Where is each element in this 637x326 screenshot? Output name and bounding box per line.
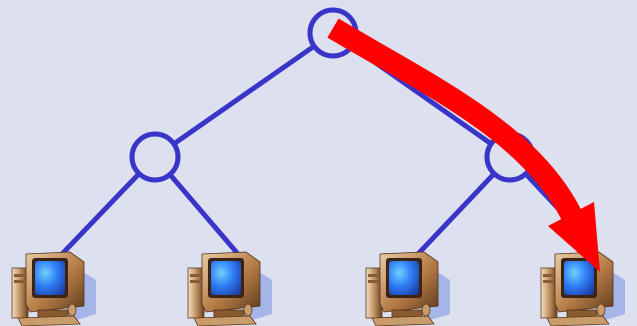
router-node-left [129,131,181,183]
computer-icon [11,251,97,326]
hosts [11,251,626,326]
computer-icon [187,251,273,326]
computer-icon [365,251,451,326]
computer-icon [540,251,626,326]
arrow-icon [327,18,600,272]
link-root-left [153,30,335,160]
